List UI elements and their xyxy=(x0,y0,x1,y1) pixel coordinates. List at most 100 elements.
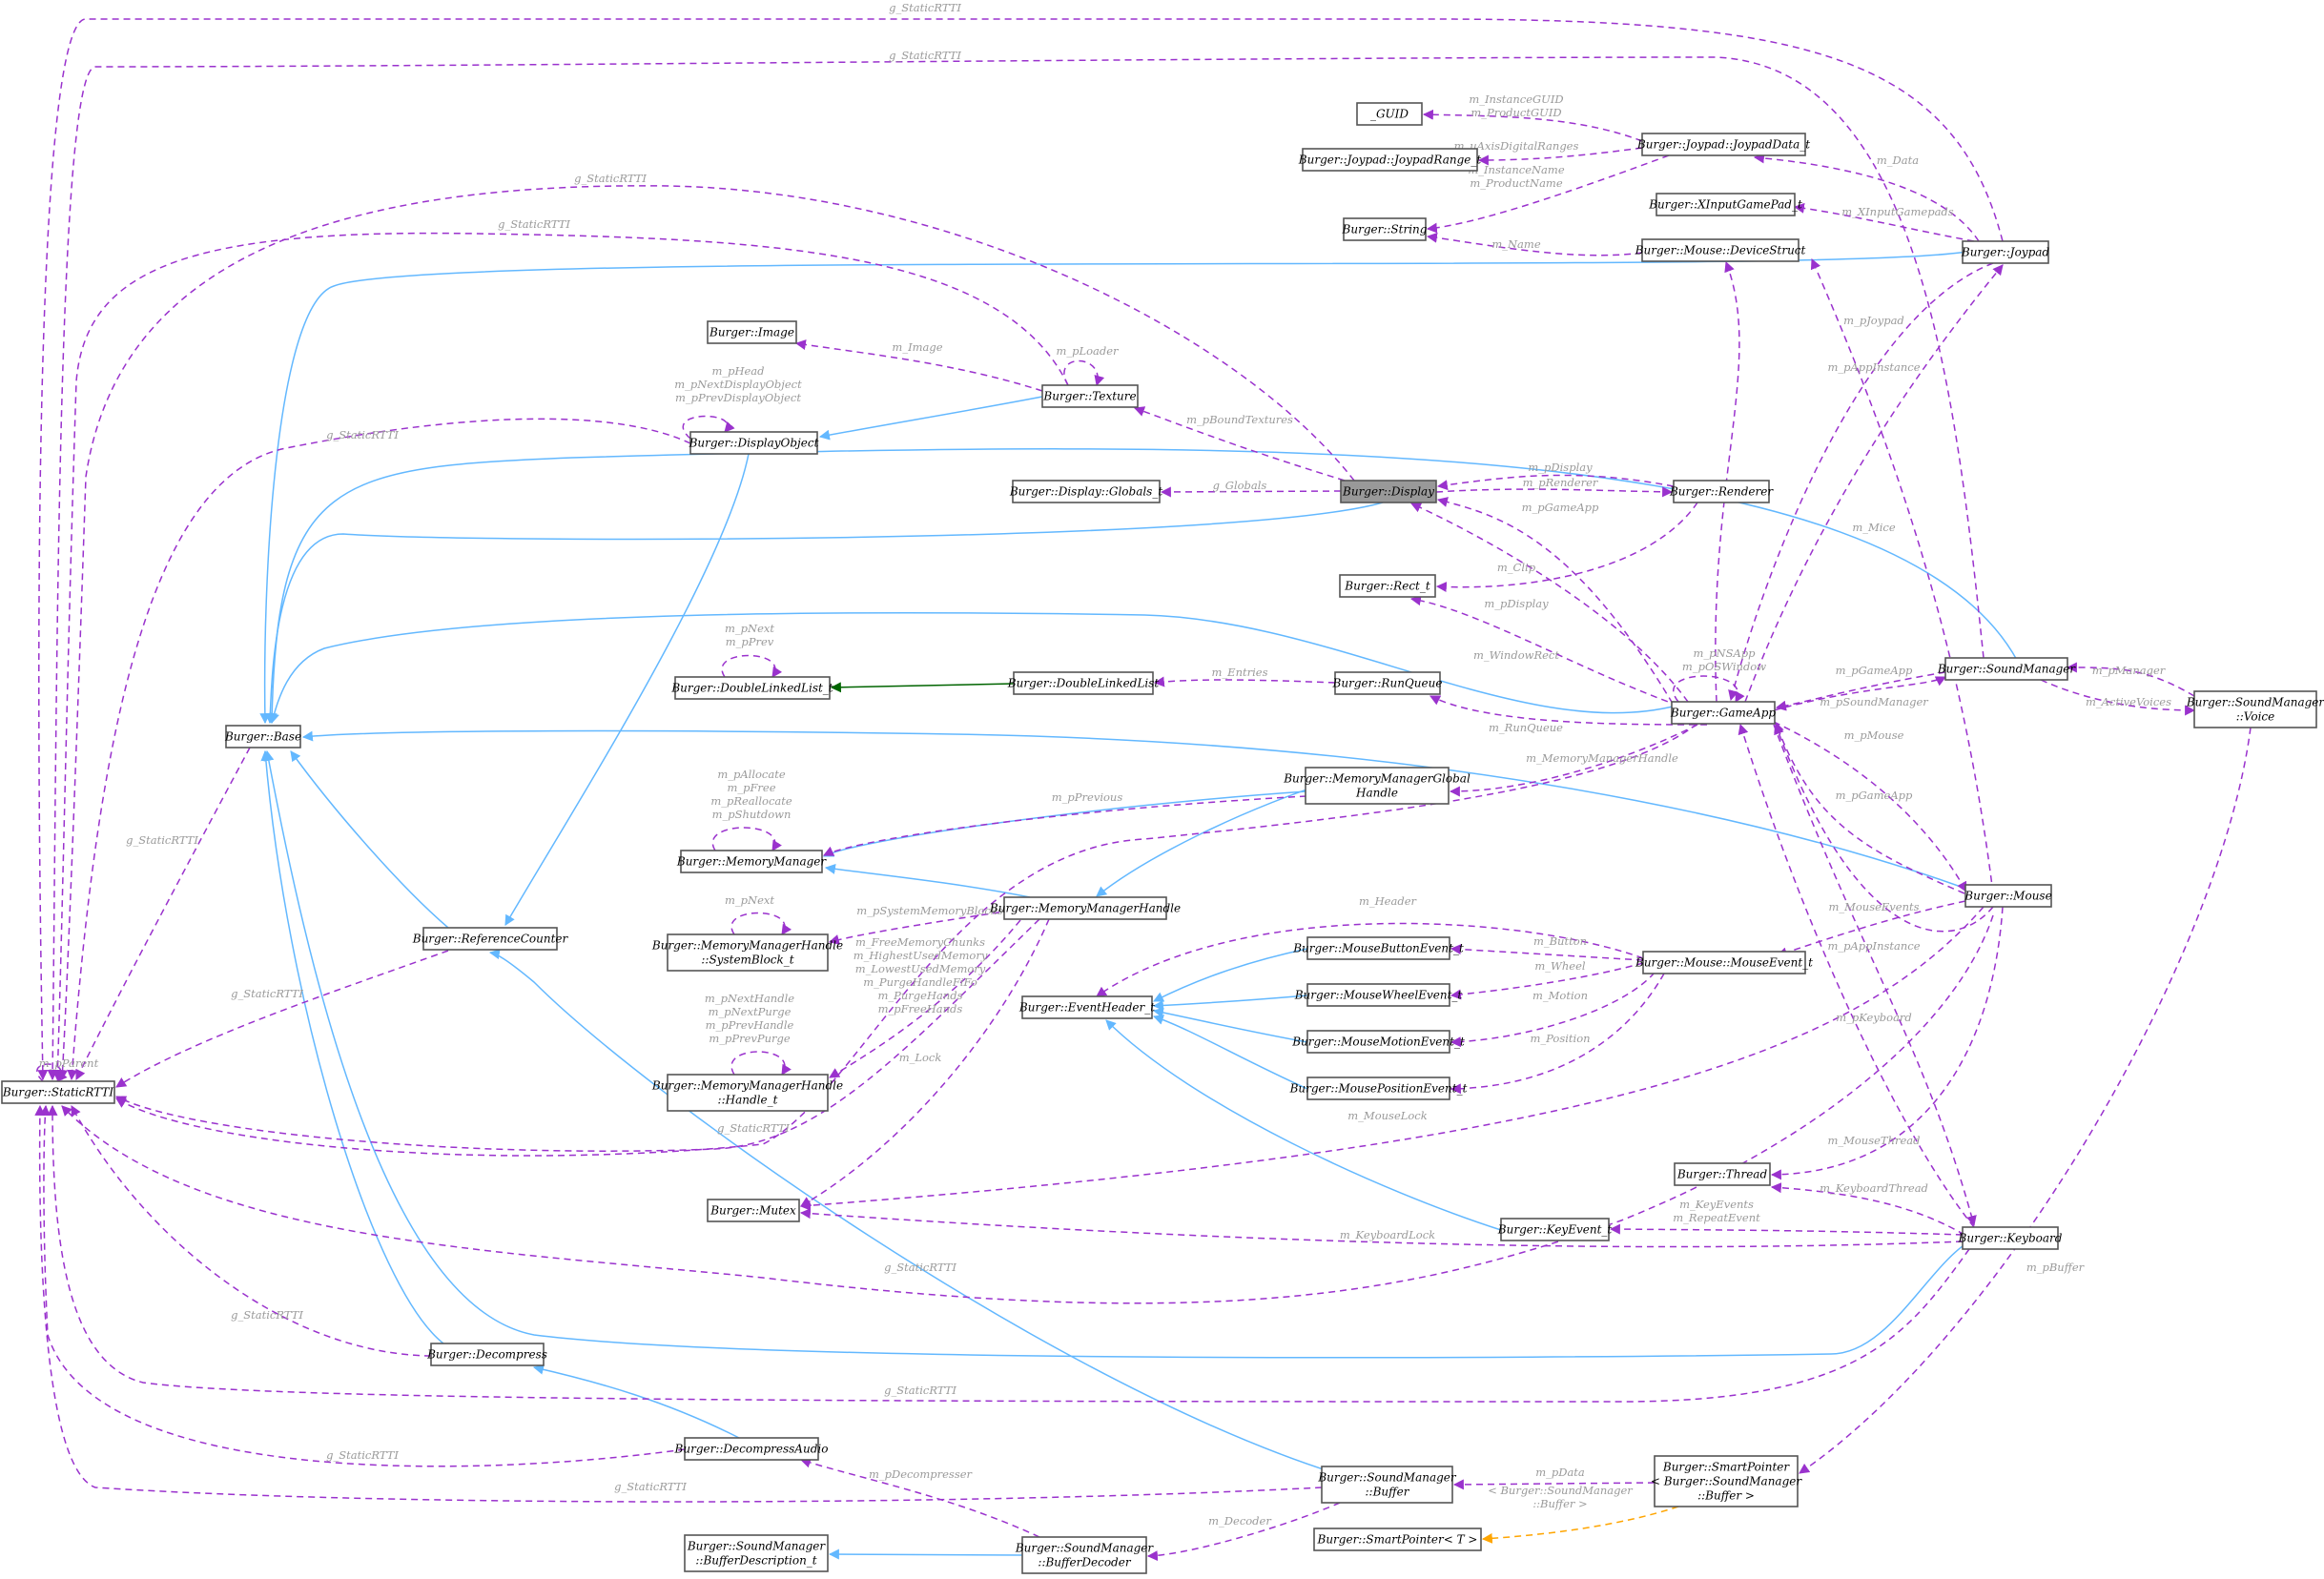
inheritance-edge-eventheader xyxy=(1105,1019,1502,1231)
class-node-mouseevents[interactable]: Burger::Mouse::MouseEvent_t xyxy=(1635,951,1813,974)
class-node-keyevent[interactable]: Burger::KeyEvent_t xyxy=(1497,1218,1613,1241)
usage-edge-memmgr xyxy=(711,827,782,851)
class-node-gameapp[interactable]: Burger::GameApp xyxy=(1670,701,1776,725)
class-node-label: Burger::StaticRTTI xyxy=(2,1086,114,1099)
class-node-image[interactable]: Burger::Image xyxy=(707,320,797,344)
class-node-xinput[interactable]: Burger::XInputGamePad_t xyxy=(1648,193,1802,216)
class-node-displayglobals[interactable]: Burger::Display::Globals_t xyxy=(1009,480,1163,503)
class-node-box xyxy=(422,927,558,951)
usage-edge-keyboard xyxy=(1773,724,1977,1227)
class-node-mutex[interactable]: Burger::Mutex xyxy=(707,1199,800,1222)
class-node-display[interactable]: Burger::Display xyxy=(1340,480,1437,503)
class-node-box xyxy=(1012,480,1161,503)
edge-label-pgameapp_s: m_pGameApp xyxy=(1836,664,1913,677)
inheritance-edge-refcounter xyxy=(504,453,750,926)
edge-label-globals: g_Globals xyxy=(1213,479,1267,492)
class-node-guid[interactable]: _GUID xyxy=(1356,102,1423,126)
class-node-label: Burger::RunQueue xyxy=(1332,677,1443,690)
edge-label-line: m_Button xyxy=(1533,934,1587,948)
usage-edge-soundmanager xyxy=(1773,676,1946,711)
class-node-smartptr[interactable]: Burger::SmartPointer< T > xyxy=(1313,1528,1482,1551)
edge-label-line: m_pRenderer xyxy=(1523,476,1599,489)
usage-edge-renderer xyxy=(1435,486,1674,498)
class-node-box xyxy=(707,320,797,344)
edge-label-line: m_pParent xyxy=(39,1056,99,1070)
class-node-displayobject[interactable]: Burger::DisplayObject xyxy=(689,431,819,455)
class-node-label: Burger::MouseWheelEvent_t xyxy=(1294,989,1463,1002)
class-node-box xyxy=(1671,701,1776,725)
edge-label-keyboardthread: m_KeyboardThread xyxy=(1820,1181,1928,1195)
class-node-smartptrbuf[interactable]: Burger::SmartPointer< Burger::SoundManag… xyxy=(1651,1455,1802,1507)
class-node-mmh_h[interactable]: Burger::MemoryManagerHandle::Handle_t xyxy=(651,1074,843,1112)
class-node-decompressaudio[interactable]: Burger::DecompressAudio xyxy=(674,1437,829,1461)
usage-edge-staticrtti xyxy=(34,1104,1323,1503)
class-node-mmh[interactable]: Burger::MemoryManagerHandle xyxy=(989,896,1181,920)
class-node-soundmanager[interactable]: Burger::SoundManager xyxy=(1937,657,2077,681)
class-node-rect[interactable]: Burger::Rect_t xyxy=(1339,574,1436,598)
class-node-decompress[interactable]: Burger::Decompress xyxy=(426,1343,547,1366)
inheritance-edge-base xyxy=(269,611,1677,725)
class-node-joypaddata[interactable]: Burger::Joypad::JoypadData_t xyxy=(1636,133,1810,156)
class-node-mousebutton[interactable]: Burger::MouseButtonEvent_t xyxy=(1292,936,1464,960)
class-node-label: Burger::SmartPointer xyxy=(1662,1461,1791,1474)
class-node-bufdecoder[interactable]: Burger::SoundManager::BufferDecoder xyxy=(1015,1536,1155,1574)
class-node-box xyxy=(1339,574,1436,598)
edge-label-line: m_pNextHandle xyxy=(705,992,794,1005)
class-node-texture[interactable]: Burger::Texture xyxy=(1041,384,1139,408)
class-node-memmgr[interactable]: Burger::MemoryManager xyxy=(676,850,828,873)
class-node-label: ::Voice xyxy=(2236,710,2275,724)
edge-label-line: m_Name xyxy=(1491,237,1540,251)
edge-label-line: m_PurgeHands xyxy=(877,989,962,1002)
edge-label-line: m_RepeatEvent xyxy=(1673,1211,1760,1224)
usage-edge-joypadrange xyxy=(1477,147,1643,166)
class-node-label: Burger::MemoryManagerGlobal xyxy=(1283,772,1470,786)
class-node-box xyxy=(1306,983,1450,1007)
class-node-renderer[interactable]: Burger::Renderer xyxy=(1669,480,1774,503)
class-node-keyboard[interactable]: Burger::Keyboard xyxy=(1958,1226,2063,1250)
class-node-devicestruct[interactable]: Burger::Mouse::DeviceStruct xyxy=(1635,238,1806,262)
class-node-box xyxy=(1041,384,1139,408)
edge-label-line: m_pAppInstance xyxy=(1827,939,1920,953)
class-node-base[interactable]: Burger::Base xyxy=(224,725,301,748)
class-node-box xyxy=(667,1074,829,1112)
usage-edge-gameapp xyxy=(1774,723,1994,933)
class-node-mousemotion[interactable]: Burger::MouseMotionEvent_t xyxy=(1291,1030,1465,1054)
edge-label-line: m_MouseThread xyxy=(1827,1134,1920,1147)
edge-label-line: m_Mice xyxy=(1852,521,1896,534)
edge-label-line: m_InstanceGUID xyxy=(1469,92,1563,106)
class-node-voice[interactable]: Burger::SoundManager::Voice xyxy=(2186,690,2324,728)
class-node-eventheader[interactable]: Burger::EventHeader_t xyxy=(1018,995,1155,1019)
class-node-dll[interactable]: Burger::DoubleLinkedList xyxy=(1007,671,1160,695)
class-node-mmh_sys[interactable]: Burger::MemoryManagerHandle::SystemBlock… xyxy=(651,933,843,972)
class-node-refcounter[interactable]: Burger::ReferenceCounter xyxy=(412,927,569,951)
usage-edge-gameapp xyxy=(1775,671,1946,711)
class-node-label: Burger::MousePositionEvent_t xyxy=(1289,1082,1468,1096)
usage-edge-smartptrbuf xyxy=(1799,727,2252,1474)
inheritance-edge-decompress xyxy=(532,1364,740,1439)
usage-edge-mmh_h xyxy=(829,919,1021,1078)
edge-label-line: m_pAppInstance xyxy=(1827,360,1920,374)
class-node-smbuffer[interactable]: Burger::SoundManager::Buffer xyxy=(1317,1466,1457,1504)
class-node-runqueue[interactable]: Burger::RunQueue xyxy=(1332,671,1443,695)
edge-label-line: m_Data xyxy=(1877,154,1919,167)
edge-label-line: m_pNext xyxy=(725,893,774,907)
class-node-thread[interactable]: Burger::Thread xyxy=(1674,1162,1771,1186)
class-node-mouse[interactable]: Burger::Mouse xyxy=(1964,884,2052,908)
edge-label-line: m_pPrevPurge xyxy=(709,1032,791,1045)
class-node-bufdesc[interactable]: Burger::SoundManager::BufferDescription_… xyxy=(684,1534,829,1572)
class-node-staticrtti[interactable]: Burger::StaticRTTI xyxy=(1,1080,115,1104)
usage-edge-soundmanager xyxy=(2066,662,2195,697)
class-node-mouseposition[interactable]: Burger::MousePositionEvent_t xyxy=(1289,1077,1468,1100)
edge-label-line: g_StaticRTTI xyxy=(884,1384,956,1397)
class-node-box xyxy=(684,1534,829,1572)
class-node-joypad[interactable]: Burger::Joypad xyxy=(1961,240,2050,264)
class-node-dll_t[interactable]: Burger::DoubleLinkedList_t xyxy=(670,676,833,700)
class-node-box xyxy=(1356,102,1423,126)
class-node-box xyxy=(1962,1226,2059,1250)
edge-label-pbuffer: m_pBuffer xyxy=(2026,1261,2086,1274)
class-node-mousewheel[interactable]: Burger::MouseWheelEvent_t xyxy=(1294,983,1463,1007)
class-node-string[interactable]: Burger::String xyxy=(1342,217,1428,241)
class-node-joypadrange[interactable]: Burger::Joypad::JoypadRange_t xyxy=(1298,148,1482,172)
